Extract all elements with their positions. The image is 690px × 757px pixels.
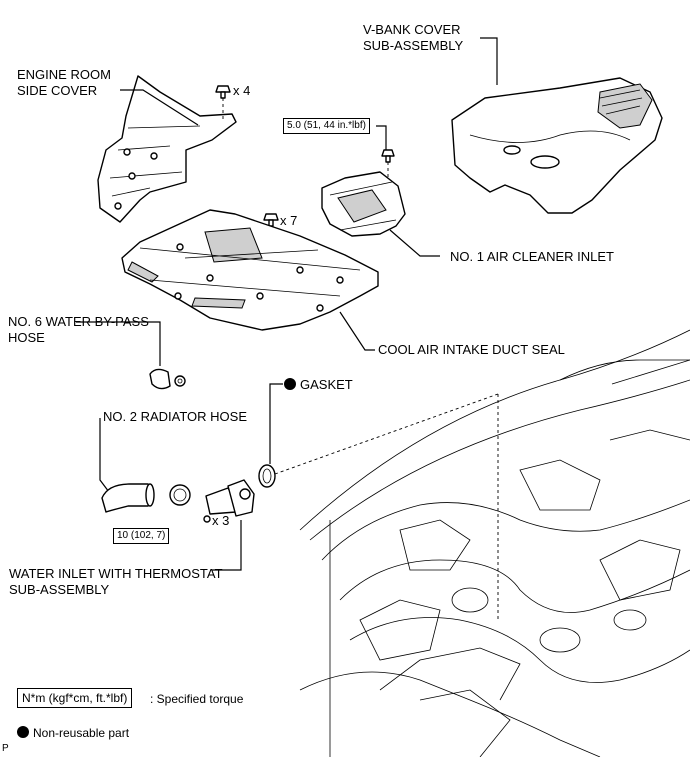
legend-torque-unit-box: N*m (kgf*cm, ft.*lbf)	[17, 688, 133, 708]
radiator-hose-drawing	[101, 483, 191, 513]
footer-code: P	[2, 743, 9, 754]
water-inlet-drawing	[203, 479, 255, 523]
water-inlet-bolt-quantity: x 3	[212, 513, 230, 528]
gasket-drawing	[258, 464, 276, 488]
air-cleaner-inlet-label: NO. 1 AIR CLEANER INLET	[450, 249, 614, 264]
water-inlet-torque-box: 10 (102, 7)	[113, 528, 170, 544]
legend-non-reusable-text: Non-reusable part	[33, 726, 130, 740]
water-bypass-hose-drawing	[149, 368, 186, 390]
air-cleaner-inlet-torque-box: 5.0 (51, 44 in.*lbf)	[283, 118, 370, 134]
cool-air-intake-duct-seal-label: COOL AIR INTAKE DUCT SEAL	[378, 342, 565, 357]
water-inlet-label-line1: WATER INLET WITH THERMOSTAT	[9, 566, 223, 581]
side-cover-bolt-drawing	[215, 85, 231, 99]
air-cleaner-inlet-drawing	[321, 171, 406, 237]
duct-seal-clip-drawing	[263, 213, 279, 227]
water-bypass-hose-label-line1: NO. 6 WATER BY-PASS	[8, 314, 149, 329]
v-bank-cover-label-line2: SUB-ASSEMBLY	[363, 38, 464, 53]
water-inlet-label-line2: SUB-ASSEMBLY	[9, 582, 110, 597]
engine-bay-outline	[299, 329, 690, 757]
non-reusable-dot-icon	[284, 378, 296, 390]
engine-room-side-cover-label-line2: SIDE COVER	[17, 83, 98, 98]
engine-room-side-cover-label-line1: ENGINE ROOM	[17, 67, 111, 82]
radiator-hose-label: NO. 2 RADIATOR HOSE	[103, 409, 247, 424]
engine-room-side-cover-drawing	[97, 75, 237, 223]
legend-non-reusable: Non-reusable part	[17, 725, 129, 741]
cool-air-intake-duct-seal-drawing	[121, 209, 379, 331]
gasket-label-text: GASKET	[300, 377, 353, 392]
side-cover-bolt-quantity: x 4	[233, 83, 251, 98]
v-bank-cover-label-line1: V-BANK COVER	[363, 22, 461, 37]
duct-seal-clip-quantity: x 7	[280, 213, 298, 228]
gasket-label: GASKET	[284, 377, 353, 393]
air-cleaner-inlet-bolt-drawing	[381, 149, 395, 163]
water-bypass-hose-label-line2: HOSE	[8, 330, 45, 345]
non-reusable-dot-icon	[17, 726, 29, 738]
legend-torque-description: : Specified torque	[150, 692, 244, 706]
v-bank-cover-drawing	[451, 77, 663, 214]
